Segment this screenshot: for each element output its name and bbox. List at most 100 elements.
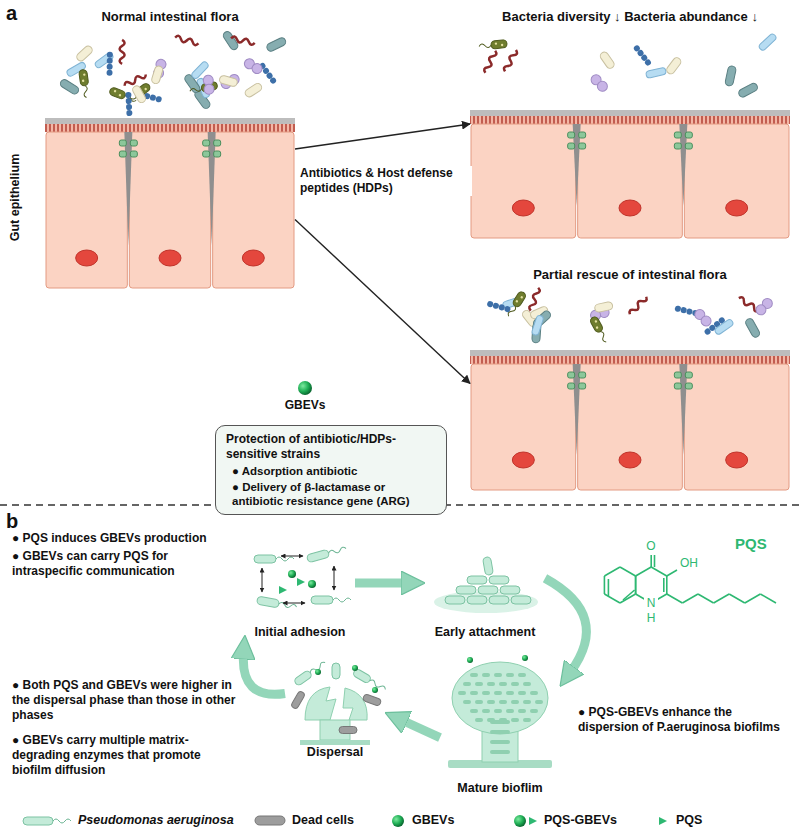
spot — [515, 300, 518, 303]
panel-letter: a — [6, 2, 17, 24]
embedded-cell — [518, 691, 526, 695]
rod — [737, 82, 758, 98]
cell-body — [511, 596, 531, 604]
embedded-cell — [535, 700, 543, 704]
tight-junction — [568, 143, 575, 149]
coccus-chain — [674, 305, 681, 312]
biofilm-fragment — [343, 688, 367, 720]
gut-bacterium — [503, 49, 518, 73]
gut-bacterium — [266, 37, 287, 53]
gbev-vesicle — [298, 381, 312, 395]
pseudomonas-cell — [306, 545, 347, 563]
box-heading: Protection of antibiotic/HDPs-sensitive … — [226, 432, 436, 462]
gbev-vesicle — [315, 669, 321, 675]
embedded-cell — [487, 700, 495, 704]
node-label: Partial rescue of intestinal flora — [533, 266, 727, 283]
signal-arrow — [281, 556, 303, 557]
rod — [594, 301, 613, 313]
gut-bacterium — [599, 51, 616, 70]
gut-bacterium — [131, 84, 147, 104]
embedded-cell — [494, 709, 502, 713]
atom-label: O — [644, 539, 658, 554]
coccus-chain — [504, 305, 511, 312]
chemical-bond — [654, 555, 656, 567]
gut-bacterium — [483, 50, 497, 74]
spot — [144, 87, 147, 90]
gut-bacterium — [94, 52, 114, 69]
embedded-cell — [482, 673, 490, 677]
embedded-cell — [518, 673, 526, 677]
gbev-vesicle — [514, 815, 526, 827]
brush-border — [470, 356, 790, 364]
embedded-cell — [463, 700, 471, 704]
rod — [75, 44, 94, 62]
pseudomonas-cell — [311, 596, 351, 604]
coccus-chain — [107, 52, 113, 58]
embedded-cell — [499, 682, 507, 686]
coccus-chain — [644, 58, 652, 66]
tight-junction — [579, 132, 586, 138]
embedded-cell — [511, 718, 519, 722]
cell-body — [306, 549, 329, 562]
embedded-cell — [463, 682, 471, 686]
gut-bacterium — [151, 65, 164, 85]
chemical-bond — [608, 579, 610, 596]
pseudomonas-cell — [489, 596, 509, 604]
gbev-vesicle — [352, 665, 358, 671]
gut-bacterium — [531, 315, 544, 336]
embedded-cell — [530, 691, 538, 695]
signal-arrow — [283, 603, 305, 604]
embedded-cell — [470, 709, 478, 713]
legend-text: PQS-GBEVs — [544, 813, 617, 828]
tight-junction — [130, 151, 137, 157]
gut-bacterium — [175, 35, 199, 46]
bullet-text: ● Adsorption antibiotic — [232, 464, 436, 478]
pseudomonas-cell — [489, 576, 509, 584]
note-box: Protection of antibiotic/HDPs-sensitive … — [215, 425, 447, 515]
rod — [266, 37, 287, 53]
chemical-bond — [667, 570, 677, 576]
cell-nucleus — [512, 452, 534, 468]
epithelial-cell — [471, 124, 576, 238]
cell-nucleus — [242, 250, 264, 266]
biofilm-cap — [452, 662, 548, 734]
chemical-bond — [623, 590, 635, 600]
cycle-arrow — [401, 720, 440, 738]
chemical-bond — [667, 594, 683, 603]
edge-label: Antibiotics & Host defense peptides (HDP… — [300, 166, 472, 196]
chemical-bond — [636, 567, 652, 576]
gut-bacterium — [714, 318, 734, 335]
epithelium-panel: Bacteria diversity ↓ Bacteria abundance … — [470, 8, 790, 240]
gut-bacterium — [106, 52, 112, 76]
note-bullet: ● PQS-GBEVs enhance the dispersion of P.… — [578, 705, 790, 735]
cell-body — [500, 586, 520, 594]
gbev-vesicle — [392, 815, 404, 827]
gut-bacterium — [231, 36, 256, 45]
surface — [300, 740, 370, 745]
chemical-bond — [698, 594, 714, 603]
pqs-signal — [297, 578, 305, 586]
tight-junction — [568, 132, 575, 138]
pseudomonas-cell — [467, 576, 487, 584]
chemical-bond — [604, 567, 620, 576]
chemical-bond — [635, 576, 637, 594]
cell-body — [256, 596, 279, 608]
tight-junction — [674, 132, 681, 138]
embedded-cell — [482, 709, 490, 713]
coccus-chain — [680, 307, 687, 314]
edge-label: GBEVs — [275, 398, 335, 413]
tight-junction — [685, 372, 692, 378]
spot — [594, 320, 597, 323]
cycle-arrow — [545, 578, 586, 672]
cell-body — [254, 555, 276, 563]
tight-junction — [685, 143, 692, 149]
chemical-bond — [729, 594, 745, 603]
rod — [758, 33, 777, 52]
flagellum — [83, 85, 89, 97]
gut-bacterium — [120, 40, 125, 64]
coccus-chain — [106, 70, 112, 76]
cell-body — [23, 817, 53, 825]
pqs-signal — [529, 817, 537, 825]
tight-junction — [214, 140, 221, 146]
note-bullet: ● GBEVs carry multiple matrix-degrading … — [12, 733, 237, 778]
